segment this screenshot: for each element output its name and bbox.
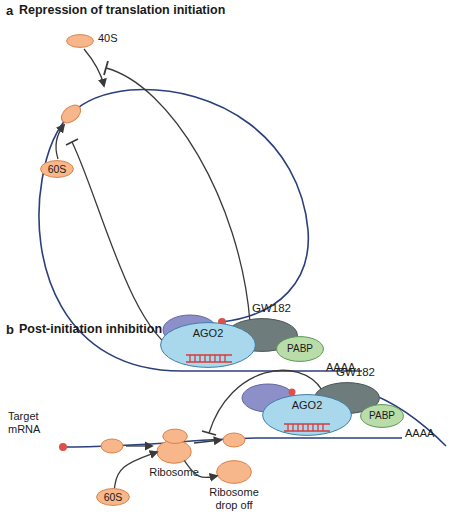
protein-oval-shape (361, 405, 404, 428)
panel-title: Post-initiation inhibition (19, 322, 339, 337)
node-text: PABP (360, 404, 404, 428)
cap-dot (59, 443, 67, 451)
node-text: 40S (98, 32, 118, 45)
mrna-label: Target mRNA (8, 410, 56, 436)
ribosome: Ribosome drop off (216, 460, 252, 484)
arrow-connector (184, 461, 217, 478)
arrow (56, 125, 64, 159)
small-subunit (101, 439, 123, 453)
ribosome-shape (217, 461, 252, 484)
small-subunit-shape (163, 429, 187, 443)
protein-oval-shape (263, 395, 352, 436)
node-text: GW182 (252, 302, 291, 316)
cap-dot (289, 389, 296, 396)
protein-oval-shape (161, 323, 256, 368)
large-subunit: 60S (96, 488, 130, 506)
node-text: AGO2 (160, 322, 256, 368)
arrow (194, 440, 221, 443)
panel-letter: a (6, 3, 20, 19)
arrow (126, 445, 152, 446)
small-subunit: 40S (66, 34, 94, 48)
inhibition-bar (202, 431, 216, 435)
node-text: Ribosome drop off (204, 486, 264, 512)
inhibition-line (72, 142, 178, 352)
protein-oval: PABP (360, 404, 404, 428)
inhibition-bar (66, 139, 78, 145)
large-subunit-shape (41, 161, 74, 178)
ribosome-outline (156, 428, 192, 464)
large-subunit: 60S (40, 160, 74, 178)
small-subunit (58, 102, 84, 127)
panel-letter: b (6, 322, 20, 338)
protein-oval: AGO2 (160, 322, 256, 368)
inhibition-bar (104, 61, 108, 75)
node-text: 60S (40, 160, 74, 178)
protein-oval: PABP (276, 336, 324, 362)
large-subunit-shape (97, 489, 130, 506)
node-text: PABP (276, 336, 324, 362)
node-text: AGO2 (262, 394, 352, 436)
panel-title: Repression of translation initiation (19, 3, 339, 18)
ribosome-outline (216, 460, 252, 484)
polya-tail: AAAA (326, 361, 366, 374)
node-text: 60S (96, 488, 130, 506)
small-subunit (223, 433, 245, 447)
polya-tail: AAAA (405, 427, 445, 440)
node-text: Ribosome (138, 466, 210, 479)
protein-oval: AGO2 (262, 394, 352, 436)
arrow (84, 49, 104, 86)
protein-oval-shape (277, 337, 324, 362)
small-subunit-outline (66, 34, 94, 48)
small-subunit-shape (67, 35, 94, 48)
arrow-connector (114, 452, 157, 488)
ribosome: Ribosome (156, 428, 192, 464)
